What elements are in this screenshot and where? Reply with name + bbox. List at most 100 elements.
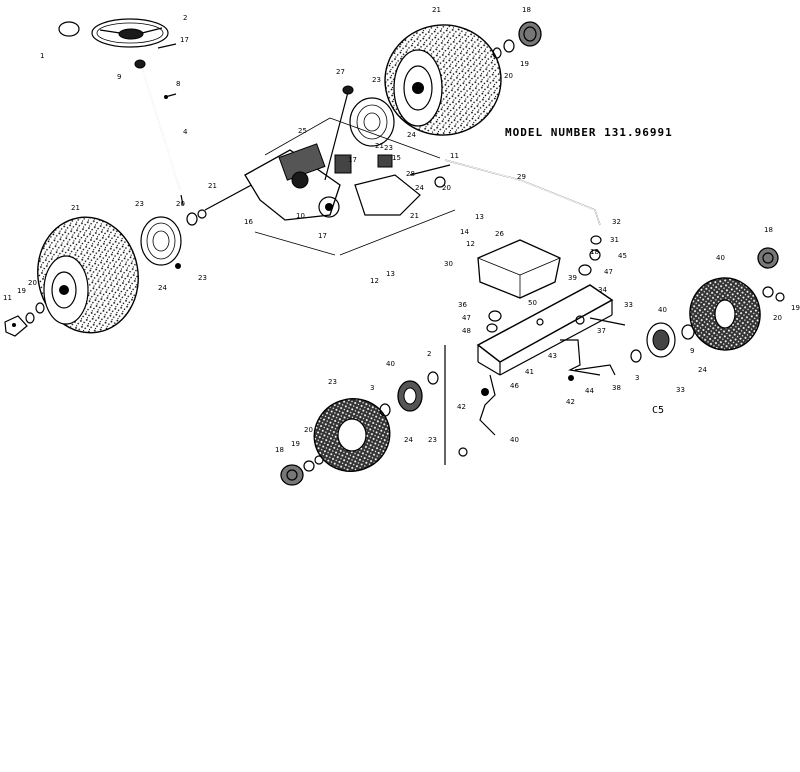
battery-box: [477, 239, 561, 299]
callout: 24: [407, 131, 416, 139]
callout: 9: [690, 347, 694, 355]
washers-left: [25, 209, 207, 324]
steering-cap: [58, 21, 80, 37]
callout: 3: [635, 374, 639, 382]
callout: 23: [135, 200, 144, 208]
callout: 21: [71, 204, 80, 212]
callout: 2: [427, 350, 431, 358]
callout: 38: [612, 384, 621, 392]
callout: 4: [183, 128, 188, 136]
front-axle: [476, 284, 614, 376]
rear-rim-left: [140, 216, 182, 266]
callout: 47: [604, 268, 613, 276]
bolt-8: [164, 93, 177, 99]
callout: 11: [450, 152, 459, 160]
callout: 48: [462, 327, 471, 335]
callout: 21: [208, 182, 217, 190]
steering-shaft: [134, 59, 184, 206]
callout: 33: [624, 301, 633, 309]
callout: 18: [590, 248, 599, 256]
callout: 42: [457, 403, 466, 411]
callout: 24: [404, 436, 413, 444]
callout: 12: [466, 240, 475, 248]
callout: 3: [370, 384, 374, 392]
callout: 21: [432, 6, 441, 14]
axle-bolts: [486, 235, 626, 333]
callout: 20: [773, 314, 782, 322]
callout: 23: [328, 378, 337, 386]
callout: 36: [458, 301, 467, 309]
callout: 31: [610, 236, 619, 244]
callout: 24: [158, 284, 167, 292]
callout: 24: [698, 366, 707, 374]
callout: 39: [568, 274, 577, 282]
callout: 19: [791, 304, 800, 312]
callout: 14: [460, 228, 469, 236]
callout: 17: [180, 36, 189, 44]
callout: 20: [28, 279, 37, 287]
callout: 23: [428, 436, 437, 444]
callout: 20: [304, 426, 313, 434]
callout: 43: [548, 352, 557, 360]
callout: 40: [658, 306, 667, 314]
callout: 2: [183, 14, 187, 22]
transaxle-assembly: [204, 117, 456, 256]
callout: 45: [618, 252, 627, 260]
brake-parts: [334, 154, 451, 216]
callout: 29: [517, 173, 526, 181]
callout: 13: [386, 270, 395, 278]
shift-lever: [324, 85, 354, 181]
rear-tire-right: [384, 24, 502, 136]
callout: 42: [566, 398, 575, 406]
callout: 20: [442, 184, 451, 192]
drag-link: [444, 159, 601, 226]
callout: 24: [415, 184, 424, 192]
steering-wheel: [91, 18, 169, 48]
hub-cap-right-rear: [492, 21, 542, 59]
callout: 23: [372, 76, 381, 84]
section-code-label: C5: [652, 405, 665, 416]
callout: 41: [525, 368, 534, 376]
callout: 34: [598, 286, 607, 294]
bolt-17: [157, 43, 177, 49]
callout: 40: [386, 360, 395, 368]
callout: 19: [520, 60, 529, 68]
callout: 26: [495, 230, 504, 238]
callout: 12: [370, 277, 379, 285]
callout: 32: [612, 218, 621, 226]
callout: 9: [117, 73, 121, 81]
callout: 30: [444, 260, 453, 268]
callout: 37: [597, 327, 606, 335]
callout: 13: [475, 213, 484, 221]
callout: 19: [17, 287, 26, 295]
callout: 18: [522, 6, 531, 14]
spindle-left: [458, 374, 496, 457]
callout: 17: [348, 156, 357, 164]
callout: 15: [392, 154, 401, 162]
callout: 28: [406, 170, 415, 178]
front-tire-left: [313, 398, 391, 472]
callout: 47: [462, 314, 471, 322]
hub-cap-front-left: [280, 455, 324, 486]
rear-rim-right: [349, 97, 395, 147]
rear-tire-left: [37, 216, 139, 334]
front-tire-right: [689, 277, 761, 351]
callout: 21: [410, 212, 419, 220]
callout: 23: [198, 274, 207, 282]
callout: 19: [291, 440, 300, 448]
callout: 46: [510, 382, 519, 390]
callout: 20: [176, 200, 185, 208]
callout: 1: [40, 52, 44, 60]
callout-labels: 1 2 17 9 8 4 21 18 19 20 27 23 24 21 25 …: [3, 6, 800, 454]
callout: 8: [176, 80, 180, 88]
callout: 27: [336, 68, 345, 76]
callout: 21: [375, 142, 384, 150]
callout: 17: [318, 232, 327, 240]
callout: 18: [275, 446, 284, 454]
callout: 11: [3, 294, 12, 302]
spindle-right: [560, 339, 616, 381]
callout: 16: [244, 218, 253, 226]
callout: 18: [764, 226, 773, 234]
callout: 44: [585, 387, 594, 395]
